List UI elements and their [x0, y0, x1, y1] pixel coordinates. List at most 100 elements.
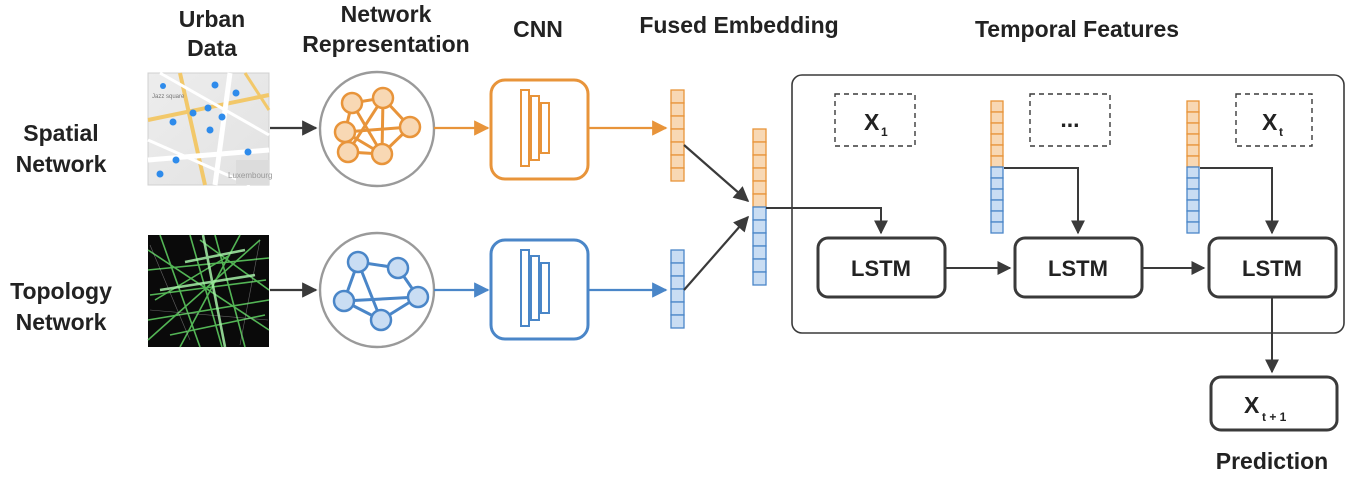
arrow-vector-to-lstm2 — [1004, 167, 1085, 235]
fused-embedding-topology-part — [752, 206, 767, 286]
embedding-cell — [1186, 111, 1200, 124]
lstm-cell-1: LSTM — [816, 236, 947, 299]
embedding-cell — [752, 193, 767, 208]
embedding-cell — [752, 245, 767, 260]
lstm-cell-2: LSTM — [1013, 236, 1144, 299]
embedding-cell — [670, 115, 685, 130]
arrow-fused-to-lstm1 — [766, 207, 888, 235]
embedding-cell — [990, 155, 1004, 168]
embedding-cell — [752, 206, 767, 221]
embedding-cell — [670, 275, 685, 290]
header-temporal-features: Temporal Features — [975, 16, 1179, 42]
embedding-cell — [670, 301, 685, 316]
timestep-2-topology-vector — [990, 166, 1004, 234]
embedding-cell — [1186, 188, 1200, 201]
embedding-cell — [670, 288, 685, 303]
arrow-vector-to-lstm3 — [1200, 167, 1279, 235]
embedding-cell — [990, 144, 1004, 157]
temporal-input-xt: X t — [1235, 93, 1313, 147]
embedding-cell — [1186, 210, 1200, 223]
map-label-jazz: Jazz square — [152, 94, 185, 100]
embedding-cell — [670, 89, 685, 104]
cnn-topology — [489, 238, 590, 341]
prediction-output: X t + 1 — [1209, 375, 1339, 432]
header-network-rep-line2: Representation — [302, 31, 469, 57]
embedding-cell — [752, 258, 767, 273]
embedding-cell — [990, 100, 1004, 113]
topology-network-image — [147, 234, 270, 348]
embedding-cell — [1186, 199, 1200, 212]
timestep-3-topology-vector — [1186, 166, 1200, 234]
map-label-luxembourg: Luxembourg — [228, 171, 272, 180]
lstm-cell-3: LSTM — [1207, 236, 1338, 299]
embedding-cell — [990, 122, 1004, 135]
urban-map-image: Jazz square Luxembourg — [147, 71, 272, 187]
embedding-cell — [990, 111, 1004, 124]
fused-embedding-spatial-part — [752, 128, 767, 208]
xt-main-text: X — [1262, 109, 1278, 135]
temporal-input-x1: X 1 — [834, 93, 916, 147]
x1-sub-text: 1 — [881, 125, 888, 139]
embedding-cell — [1186, 166, 1200, 179]
embedding-cell — [990, 221, 1004, 234]
embedding-cell — [1186, 155, 1200, 168]
lstm-2-label: LSTM — [1048, 256, 1108, 281]
map-pin-icons — [156, 81, 252, 178]
embedding-cell — [990, 177, 1004, 190]
embedding-cell — [1186, 122, 1200, 135]
spatial-network-representation — [318, 70, 436, 188]
prediction-main-text: X — [1244, 392, 1260, 418]
x1-main-text: X — [864, 109, 880, 135]
timestep-3-spatial-vector — [1186, 100, 1200, 168]
header-network-rep-line1: Network — [341, 1, 432, 27]
embedding-cell — [670, 154, 685, 169]
lstm-1-label: LSTM — [851, 256, 911, 281]
temporal-features-frame — [791, 74, 1345, 334]
row-label-spatial-line2: Network — [16, 151, 107, 177]
embedding-cell — [752, 154, 767, 169]
arrow-spatial-to-fused — [683, 144, 750, 203]
embedding-cell — [670, 314, 685, 329]
embedding-cell — [752, 180, 767, 195]
header-fused-embedding: Fused Embedding — [639, 12, 838, 38]
embedding-cell — [1186, 133, 1200, 146]
topology-network-representation — [318, 231, 436, 349]
row-label-topology-line1: Topology — [10, 278, 112, 304]
spatial-embedding-vector — [670, 89, 685, 182]
xt-sub-text: t — [1279, 125, 1283, 139]
row-label-spatial-line1: Spatial — [23, 120, 98, 146]
topology-embedding-vector — [670, 249, 685, 329]
embedding-cell — [670, 128, 685, 143]
arrow-topology-to-fused — [683, 215, 750, 291]
embedding-cell — [670, 141, 685, 156]
prediction-sub-text: t + 1 — [1262, 410, 1287, 424]
header-urban-data-line2: Data — [187, 35, 237, 61]
temporal-input-ellipsis: ... — [1029, 93, 1111, 147]
embedding-cell — [752, 141, 767, 156]
prediction-label: Prediction — [1216, 448, 1328, 474]
embedding-cell — [752, 232, 767, 247]
embedding-cell — [1186, 221, 1200, 234]
embedding-cell — [670, 262, 685, 277]
embedding-cell — [670, 102, 685, 117]
ellipsis-text: ... — [1060, 106, 1079, 132]
lstm-3-label: LSTM — [1242, 256, 1302, 281]
embedding-cell — [1186, 144, 1200, 157]
embedding-cell — [752, 128, 767, 143]
timestep-2-spatial-vector — [990, 100, 1004, 168]
embedding-cell — [990, 210, 1004, 223]
cnn-spatial — [489, 78, 590, 181]
embedding-cell — [670, 167, 685, 182]
embedding-cell — [670, 249, 685, 264]
header-urban-data-line1: Urban — [179, 6, 245, 32]
header-cnn: CNN — [513, 16, 563, 42]
embedding-cell — [752, 271, 767, 286]
embedding-cell — [1186, 177, 1200, 190]
embedding-cell — [990, 188, 1004, 201]
embedding-cell — [752, 219, 767, 234]
embedding-cell — [1186, 100, 1200, 113]
embedding-cell — [990, 199, 1004, 212]
embedding-cell — [990, 133, 1004, 146]
embedding-cell — [990, 166, 1004, 179]
